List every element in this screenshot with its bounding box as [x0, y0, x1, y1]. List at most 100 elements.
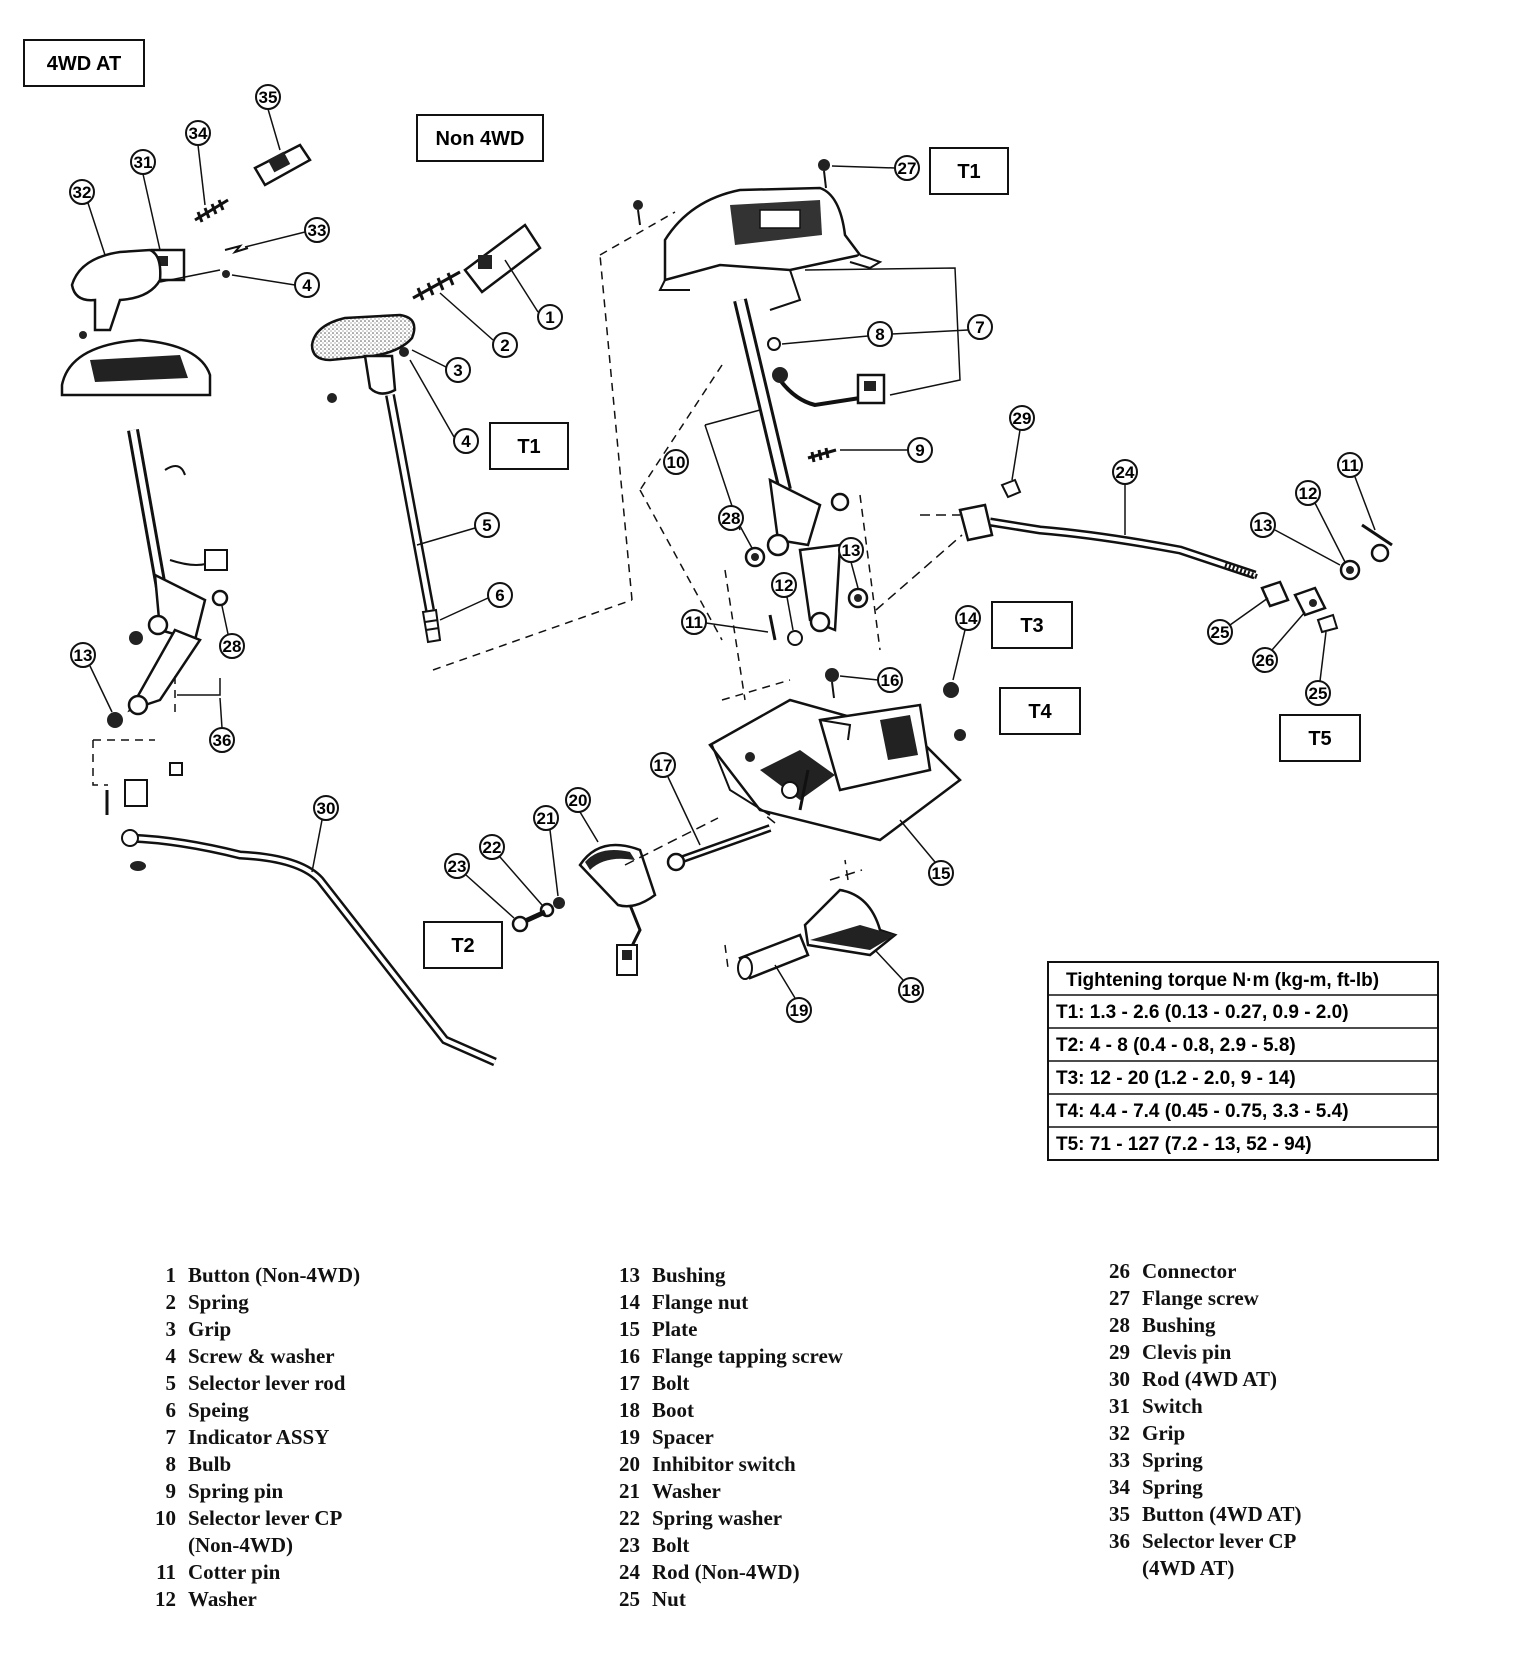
- bracket-36: [177, 678, 221, 696]
- grip-3: [310, 313, 416, 403]
- svg-text:9: 9: [915, 441, 924, 460]
- svg-text:18: 18: [902, 981, 921, 1000]
- flange-nut-14: [943, 682, 959, 698]
- callout-32: 32: [69, 179, 106, 256]
- callout-13-right: 13: [1250, 512, 1341, 566]
- svg-text:28: 28: [722, 509, 741, 528]
- selector-lever-cp-10: [733, 298, 850, 633]
- bushing-13-left: [107, 631, 143, 728]
- callout-28-centre: 28: [718, 505, 753, 549]
- dashed-guides-left: [92, 670, 176, 786]
- plate-15: [708, 698, 962, 842]
- callout-29: 29: [1009, 405, 1035, 481]
- callout-27: 27: [831, 155, 920, 181]
- svg-text:3: 3: [453, 361, 462, 380]
- svg-text:T2: T2: [451, 935, 474, 957]
- callout-25-left: 25: [1207, 597, 1269, 645]
- svg-text:20: 20: [569, 791, 588, 810]
- svg-text:11: 11: [685, 613, 703, 632]
- svg-text:4: 4: [461, 432, 471, 451]
- legend-item: (4WD AT): [1142, 1556, 1235, 1580]
- svg-text:7: 7: [975, 318, 984, 337]
- screw-top-left: [633, 200, 643, 226]
- dashed-lines-spacer: [724, 944, 729, 969]
- svg-text:25: 25: [1309, 684, 1328, 703]
- bushings-centre: [744, 546, 869, 646]
- svg-text:5: 5: [482, 516, 491, 535]
- callout-10: 10: [663, 449, 689, 475]
- svg-text:35: 35: [259, 88, 278, 107]
- spring-33: [224, 244, 249, 254]
- flange-tapping-screw-16: [825, 668, 966, 741]
- torque-row-t5: T5: 71 - 127 (7.2 - 13, 52 - 94): [1056, 1134, 1312, 1155]
- svg-text:2: 2: [500, 336, 509, 355]
- svg-text:19: 19: [790, 1001, 809, 1020]
- callout-11-centre: 11: [681, 609, 769, 635]
- bulb-8: [767, 337, 781, 351]
- svg-text:34: 34: [189, 124, 208, 143]
- svg-text:23: 23: [448, 857, 467, 876]
- callout-19: 19: [774, 964, 812, 1023]
- callout-35: 35: [255, 84, 281, 151]
- torque-box-t3: T3: [991, 601, 1073, 649]
- svg-text:12: 12: [1299, 484, 1318, 503]
- callout-5: 5: [416, 512, 500, 546]
- callout-12-right: 12: [1295, 480, 1346, 563]
- callout-16: 16: [839, 667, 903, 693]
- spring-pin-9: [807, 447, 837, 463]
- svg-text:4WD AT: 4WD AT: [47, 53, 121, 75]
- svg-text:33: 33: [308, 221, 327, 240]
- label-4wd-at: 4WD AT: [23, 39, 145, 87]
- torque-box-t5: T5: [1279, 714, 1361, 762]
- callout-34: 34: [185, 120, 211, 206]
- callout-15: 15: [899, 819, 954, 886]
- torque-row-t2: T2: 4 - 8 (0.4 - 0.8, 2.9 - 5.8): [1056, 1035, 1296, 1056]
- svg-text:T5: T5: [1308, 728, 1331, 750]
- torque-box-t4: T4: [999, 687, 1081, 735]
- torque-row-t1: T1: 1.3 - 2.6 (0.13 - 0.27, 0.9 - 2.0): [1056, 1002, 1349, 1023]
- torque-box-t1-mid: T1: [489, 422, 569, 470]
- indicator-assy: [658, 186, 883, 311]
- torque-table-header: Tightening torque N·m (kg-m, ft-lb): [1066, 970, 1379, 991]
- svg-text:15: 15: [932, 864, 951, 883]
- callout-24: 24: [1112, 459, 1138, 535]
- bulb-wiring: [772, 367, 886, 408]
- callout-1: 1: [504, 259, 563, 330]
- rod-4wd-at: [121, 829, 497, 1067]
- button-4wd-at: [253, 143, 312, 187]
- boot-18: [803, 888, 898, 957]
- label-non-4wd: Non 4WD: [416, 114, 544, 162]
- svg-text:12: 12: [775, 576, 794, 595]
- svg-text:8: 8: [875, 325, 884, 344]
- callout-13-left: 13: [70, 642, 113, 713]
- callout-6: 6: [439, 582, 513, 621]
- callout-22: 22: [479, 834, 543, 906]
- callout-30: 30: [311, 795, 339, 873]
- callout-7: 7: [891, 314, 993, 340]
- svg-text:T1: T1: [517, 436, 540, 458]
- torque-table: Tightening torque N·m (kg-m, ft-lb) T1: …: [1047, 961, 1439, 1161]
- svg-text:17: 17: [654, 756, 673, 775]
